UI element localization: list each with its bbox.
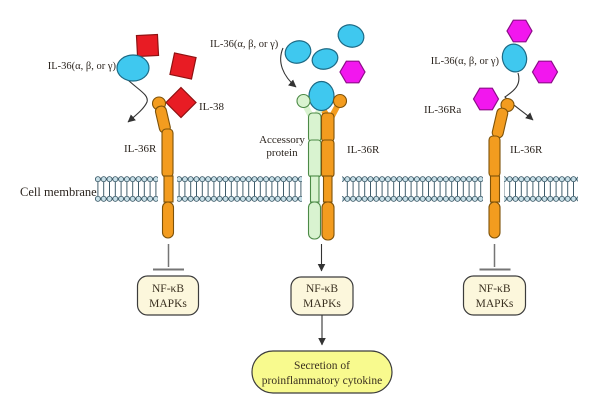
il36-cyan-ellipse-icon [337, 24, 365, 48]
il36ra-magenta-hexagon-icon [506, 19, 533, 43]
accessory-ectodomain [307, 139, 322, 178]
il36r-cytoplasmic-tail [488, 201, 501, 239]
il36r-transmembrane [322, 175, 333, 203]
panel-left-il38: IL-36(α, β, or γ) IL-38 IL-36R NF-κB MAP… [48, 33, 225, 316]
outcome-box [251, 350, 393, 394]
il36r-ectodomain [488, 135, 501, 178]
accessory-head-domain [296, 93, 311, 109]
il36r-ectodomain [320, 139, 335, 178]
il36r-head-domain [332, 93, 348, 109]
il36-cyan-ellipse-icon [284, 40, 312, 64]
accessory-transmembrane [309, 175, 320, 203]
nfkb-label: NF-κB [306, 283, 338, 295]
membrane-gap-middle [302, 175, 342, 203]
il36ra-bound-hexagon-icon [472, 87, 500, 111]
il36-cyan-ellipse-icon [501, 43, 528, 73]
cell-membrane-label: Cell membrane [20, 185, 97, 199]
signal-box-left [136, 275, 200, 316]
binding-arrow-middle [280, 47, 297, 88]
accessory-protein-label-line2: protein [266, 147, 298, 159]
nfkb-label: NF-κB [152, 283, 184, 295]
il36r-label-left: IL-36R [124, 143, 157, 155]
bound-il36-ligand [308, 80, 335, 112]
deflected-signal-arrow-left [127, 79, 148, 123]
il36r-label-middle: IL-36R [347, 144, 380, 156]
mapks-label: MAPKs [303, 298, 341, 310]
il38-label: IL-38 [199, 101, 225, 113]
il36-cyan-ellipse-icon [116, 54, 150, 82]
il36r-label-right: IL-36R [510, 144, 543, 156]
secretion-label-line2: proinflammatory cytokine [262, 375, 382, 387]
il36r-transmembrane [163, 175, 174, 203]
accessory-protein-label-line1: Accessory [259, 134, 305, 146]
il36r-upper-segment [320, 112, 335, 143]
il36r-cytoplasmic-tail [321, 201, 335, 241]
il36r-cytoplasmic-tail [161, 201, 175, 239]
il36ra-magenta-hexagon-icon [339, 60, 366, 84]
accessory-cytoplasmic-tail [307, 201, 322, 240]
mapks-label: MAPKs [476, 298, 514, 310]
il36r-upper-segment [491, 107, 509, 139]
nfkb-label: NF-κB [479, 283, 511, 295]
il36ra-label: IL-36Ra [424, 104, 461, 116]
ligand-label-left: IL-36(α, β, or γ) [48, 61, 117, 72]
accessory-upper-segment [307, 112, 322, 143]
panel-right-il36ra: IL-36(α, β, or γ) IL-36Ra IL-36R NF-κB M… [424, 19, 559, 316]
il36r-ectodomain [161, 128, 174, 178]
il38-red-square-icon [169, 52, 197, 80]
il38-red-square-icon [135, 33, 160, 58]
panel-middle-active: IL-36(α, β, or γ) Accessory protein IL-3… [210, 24, 393, 394]
il38-red-diamond-icon [165, 86, 197, 119]
il36ra-magenta-hexagon-icon [531, 60, 559, 84]
ligand-label-middle: IL-36(α, β, or γ) [210, 39, 279, 50]
il36-cyan-ellipse-icon [311, 48, 339, 70]
ligand-label-right: IL-36(α, β, or γ) [431, 56, 500, 67]
mapks-label: MAPKs [149, 298, 187, 310]
il36r-transmembrane [489, 175, 501, 203]
secretion-label-line1: Secretion of [294, 360, 350, 372]
deflected-signal-arrow-right [504, 72, 534, 121]
signal-box-right [462, 275, 527, 316]
